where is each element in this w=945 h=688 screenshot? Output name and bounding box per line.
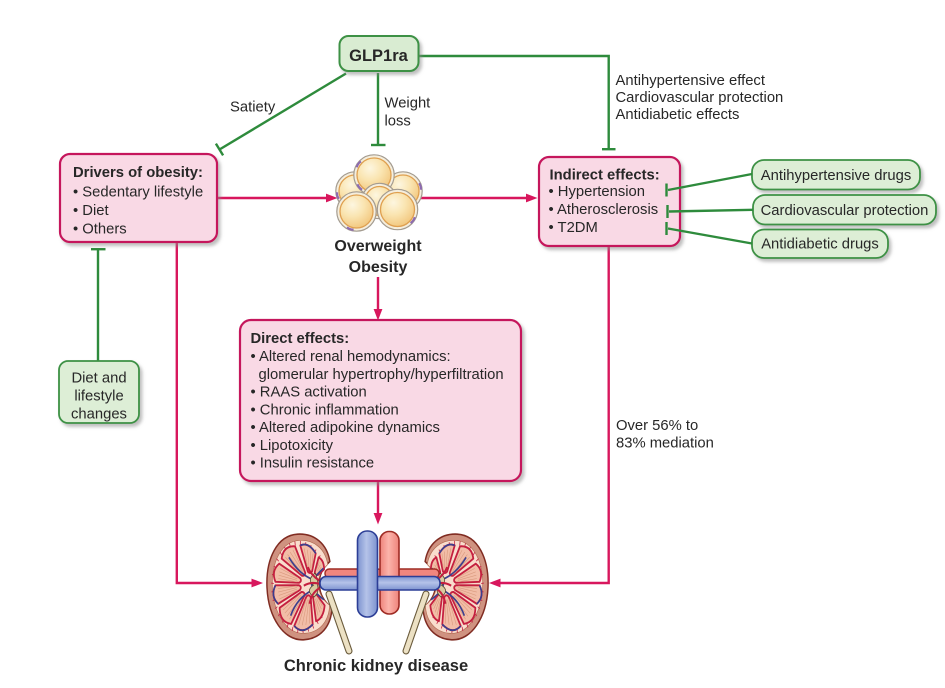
svg-text:Indirect effects:: Indirect effects: [550,168,660,184]
svg-text:• RAAS activation: • RAAS activation [251,385,367,401]
svg-text:• Lipotoxicity: • Lipotoxicity [251,438,334,454]
svg-text:loss: loss [385,114,411,130]
svg-text:Cardiovascular protection: Cardiovascular protection [616,90,784,106]
svg-text:• Chronic inflammation: • Chronic inflammation [251,403,399,419]
svg-text:Chronic kidney disease: Chronic kidney disease [284,657,468,675]
svg-text:glomerular hypertrophy/hyperfi: glomerular hypertrophy/hyperfiltration [259,367,504,383]
svg-text:Drivers of obesity:: Drivers of obesity: [73,165,203,181]
svg-text:Weight: Weight [385,96,431,112]
svg-text:Obesity: Obesity [349,259,408,276]
svg-text:• Altered renal hemodynamics:: • Altered renal hemodynamics: [251,349,451,365]
svg-text:Antidiabetic drugs: Antidiabetic drugs [761,237,879,253]
svg-text:changes: changes [71,407,127,423]
svg-text:• Others: • Others [73,222,127,238]
svg-text:• Diet: • Diet [73,203,109,219]
svg-text:Satiety: Satiety [230,100,276,116]
svg-text:Antidiabetic effects: Antidiabetic effects [616,107,740,123]
svg-text:Cardiovascular protection: Cardiovascular protection [761,203,929,219]
svg-text:• T2DM: • T2DM [549,220,598,236]
svg-text:• Hypertension: • Hypertension [549,184,645,200]
svg-text:Overweight: Overweight [334,238,422,255]
svg-text:• Insulin resistance: • Insulin resistance [251,456,375,472]
svg-text:Direct effects:: Direct effects: [251,331,350,347]
svg-text:lifestyle: lifestyle [74,389,123,405]
svg-text:83% mediation: 83% mediation [616,436,714,452]
svg-text:Antihypertensive drugs: Antihypertensive drugs [761,168,912,184]
svg-text:• Sedentary lifestyle: • Sedentary lifestyle [73,184,203,200]
svg-text:Diet and: Diet and [71,371,126,387]
svg-text:• Atherosclerosis: • Atherosclerosis [549,202,659,218]
svg-text:Over 56% to: Over 56% to [616,418,698,434]
svg-text:• Altered adipokine dynamics: • Altered adipokine dynamics [251,420,440,436]
svg-text:Antihypertensive effect: Antihypertensive effect [616,73,765,89]
svg-text:GLP1ra: GLP1ra [349,47,409,65]
